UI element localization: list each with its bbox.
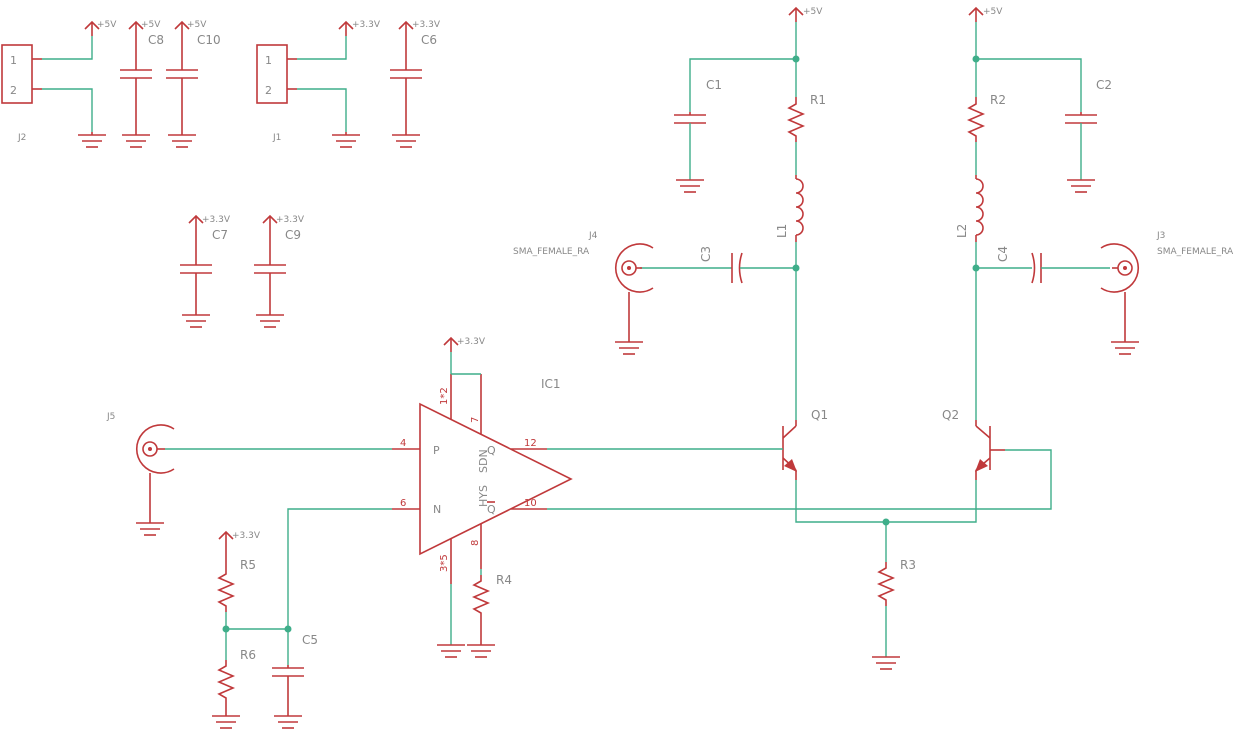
j4-ref: J4: [588, 231, 598, 241]
power-label: +5V: [983, 7, 1003, 17]
capacitor-c10: +5V C10: [166, 20, 221, 148]
j1-ref: J1: [272, 133, 281, 143]
connector-j3-sma: J3 SMA_FEMALE_RA: [1100, 231, 1234, 355]
power-label: +3.3V: [276, 215, 305, 225]
c8-ref: C8: [148, 33, 164, 47]
j3-ref: J3: [1156, 231, 1165, 241]
connector-j4-sma: J4 SMA_FEMALE_RA: [513, 231, 654, 355]
c5-ref: C5: [302, 633, 318, 647]
ic1-pin6: 6: [400, 498, 406, 509]
ic1-pin4: 4: [400, 438, 406, 449]
l2-ref: L2: [955, 224, 969, 238]
ic1-in-p: P: [433, 444, 440, 457]
capacitor-c4: C4: [976, 246, 1110, 284]
inductor-l1: L1: [775, 175, 804, 242]
power-label: +5V: [141, 20, 161, 30]
power-label: +5V: [803, 7, 823, 17]
power-label: +5V: [187, 20, 207, 30]
resistor-r3: R3: [872, 558, 916, 670]
capacitor-c2: C2: [1065, 78, 1112, 193]
c9-ref: C9: [285, 228, 301, 242]
j1-pin1-label: 1: [265, 54, 272, 67]
ic1-hys: HYS: [477, 485, 490, 507]
ic1-comparator: IC1 P N Q Q SDN HYS 4 6 12 10 1*2 7 3*5 …: [392, 374, 573, 584]
q2-ref: Q2: [942, 408, 959, 422]
power-3v3-ic1: +3.3V: [443, 336, 486, 352]
power-label: +3.3V: [232, 531, 261, 541]
power-label: +3.3V: [412, 20, 441, 30]
j2-ref: J2: [17, 133, 26, 143]
r4-ref: R4: [496, 573, 512, 587]
ic1-pin8: 8: [470, 540, 481, 546]
power-5v-left: +5V: [788, 6, 823, 22]
power-5v-right: +5V: [968, 6, 1003, 22]
j3-value: SMA_FEMALE_RA: [1157, 247, 1234, 257]
power-3v3-j1: +3.3V: [338, 20, 381, 36]
ic1-out-q: Q: [487, 444, 496, 457]
capacitor-c8: +5V C8: [120, 20, 164, 148]
c4-ref: C4: [996, 246, 1010, 262]
transistor-q1: Q1: [782, 408, 828, 480]
c2-ref: C2: [1096, 78, 1112, 92]
power-5v-j2: +5V: [84, 20, 117, 36]
r1-ref: R1: [810, 93, 826, 107]
capacitor-c1: C1: [674, 78, 722, 193]
resistor-r6: R6: [212, 648, 256, 729]
c3-ref: C3: [699, 246, 713, 262]
capacitor-c7: +3.3V C7: [180, 214, 231, 328]
ic1-pin1-2: 1*2: [439, 387, 450, 405]
connector-j2: 1 2 J2: [1, 44, 42, 143]
j5-ref: J5: [106, 412, 115, 422]
junction: [792, 55, 800, 63]
inductor-l2: L2: [955, 175, 984, 242]
capacitor-c9: +3.3V C9: [254, 214, 305, 328]
resistor-r4: R4: [467, 573, 512, 658]
ic1-pin7: 7: [470, 417, 481, 423]
ground-ic1: [437, 644, 465, 658]
ground-j1: [332, 132, 360, 148]
c10-ref: C10: [197, 33, 221, 47]
power-label: +3.3V: [352, 20, 381, 30]
connector-j1: 1 2 J1: [256, 44, 297, 143]
ic1-pin10: 10: [524, 498, 537, 509]
j4-value: SMA_FEMALE_RA: [513, 247, 590, 257]
resistor-r5: R5: [216, 558, 256, 612]
ic1-in-n: N: [433, 503, 441, 516]
resistor-r1: R1: [786, 93, 826, 142]
r3-ref: R3: [900, 558, 916, 572]
junction: [972, 55, 980, 63]
q1-ref: Q1: [811, 408, 828, 422]
r5-ref: R5: [240, 558, 256, 572]
capacitor-c5: C5: [272, 633, 318, 729]
r6-ref: R6: [240, 648, 256, 662]
power-label: +3.3V: [202, 215, 231, 225]
power-3v3-r5: +3.3V: [218, 530, 261, 546]
ic1-out-qbar: Q: [487, 503, 496, 516]
r2-ref: R2: [990, 93, 1006, 107]
capacitor-c6: +3.3V C6: [390, 20, 441, 148]
c6-ref: C6: [421, 33, 437, 47]
junction: [222, 625, 230, 633]
j2-pin1-label: 1: [10, 54, 17, 67]
capacitor-c3: C3: [640, 246, 796, 284]
j1-pin2-label: 2: [265, 84, 272, 97]
ic1-pin12: 12: [524, 438, 537, 449]
c7-ref: C7: [212, 228, 228, 242]
resistor-r2: R2: [966, 93, 1006, 142]
power-label: +3.3V: [457, 337, 486, 347]
power-label: +5V: [97, 20, 117, 30]
l1-ref: L1: [775, 224, 789, 238]
ic1-ref: IC1: [541, 377, 561, 391]
c1-ref: C1: [706, 78, 722, 92]
transistor-q2: Q2: [942, 408, 1005, 480]
j2-pin2-label: 2: [10, 84, 17, 97]
junction: [284, 625, 292, 633]
ic1-pin3-5: 3*5: [439, 554, 450, 572]
ground-j2: [78, 132, 106, 148]
ic1-sdn: SDN: [477, 449, 490, 473]
connector-j5: J5: [106, 412, 175, 536]
